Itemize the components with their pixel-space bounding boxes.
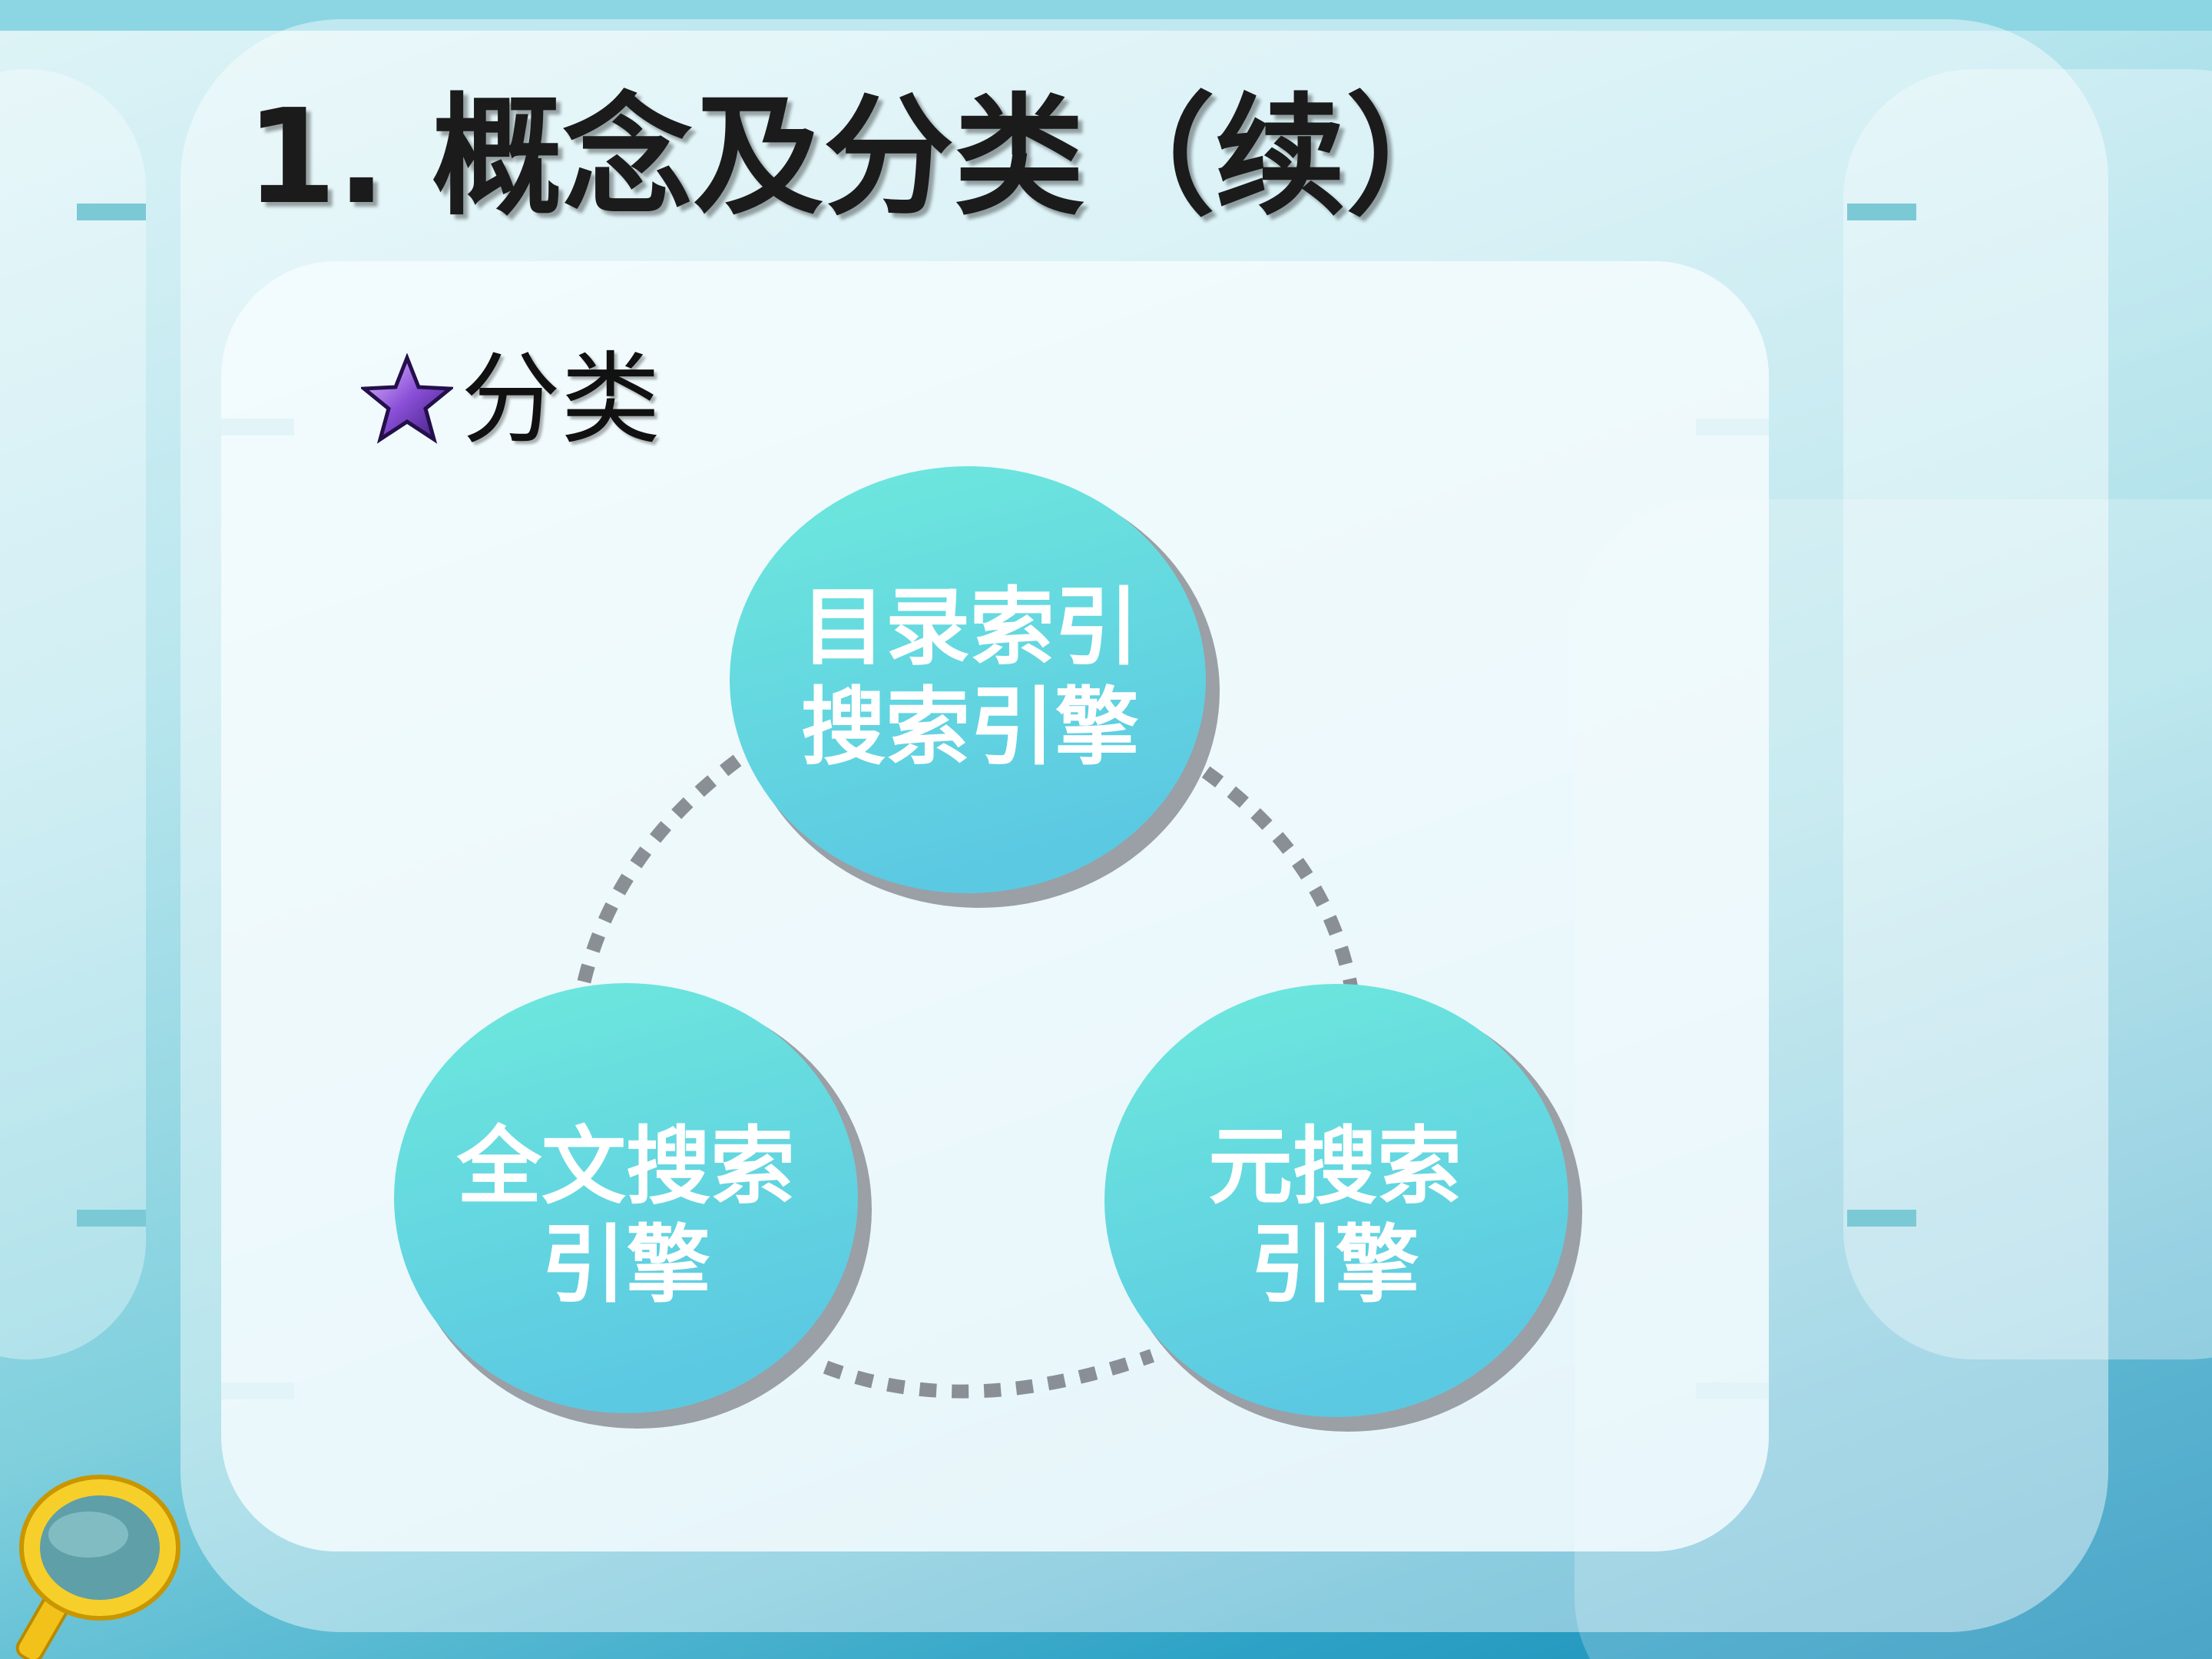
tick-mark [77, 204, 146, 220]
right-glass-panel [1843, 69, 2212, 1359]
node-circle [1104, 984, 1568, 1417]
tick-mark [1847, 1210, 1916, 1227]
node-label-line2: 引擎 [541, 1216, 710, 1314]
tick-mark [77, 1210, 146, 1227]
node-meta-search: 元搜索 引擎 [1104, 984, 1582, 1432]
node-label-line2: 搜索引擎 [801, 678, 1139, 777]
node-fulltext-search: 全文搜索 引擎 [394, 983, 872, 1429]
connector-right [1201, 766, 1359, 992]
node-label-line1: 全文搜索 [456, 1118, 795, 1216]
node-circle [730, 466, 1206, 893]
bullet-text: 分类 [461, 341, 661, 458]
node-label-line1: 目录索引 [801, 578, 1139, 677]
tick-mark [1847, 204, 1916, 220]
node-directory-search: 目录索引 搜索引擎 [730, 466, 1220, 908]
star-icon [361, 353, 453, 444]
magnifier-icon [15, 1475, 180, 1659]
node-label-line1: 元搜索 [1208, 1118, 1462, 1216]
top-band [0, 0, 2212, 31]
connector-bottom [823, 1349, 1155, 1399]
left-glass-panel [0, 69, 146, 1359]
node-label-line2: 引擎 [1250, 1216, 1419, 1314]
slide-title: 1. 概念及分类（续） [246, 81, 1477, 233]
connector-left [577, 754, 742, 985]
node-circle [394, 983, 858, 1413]
